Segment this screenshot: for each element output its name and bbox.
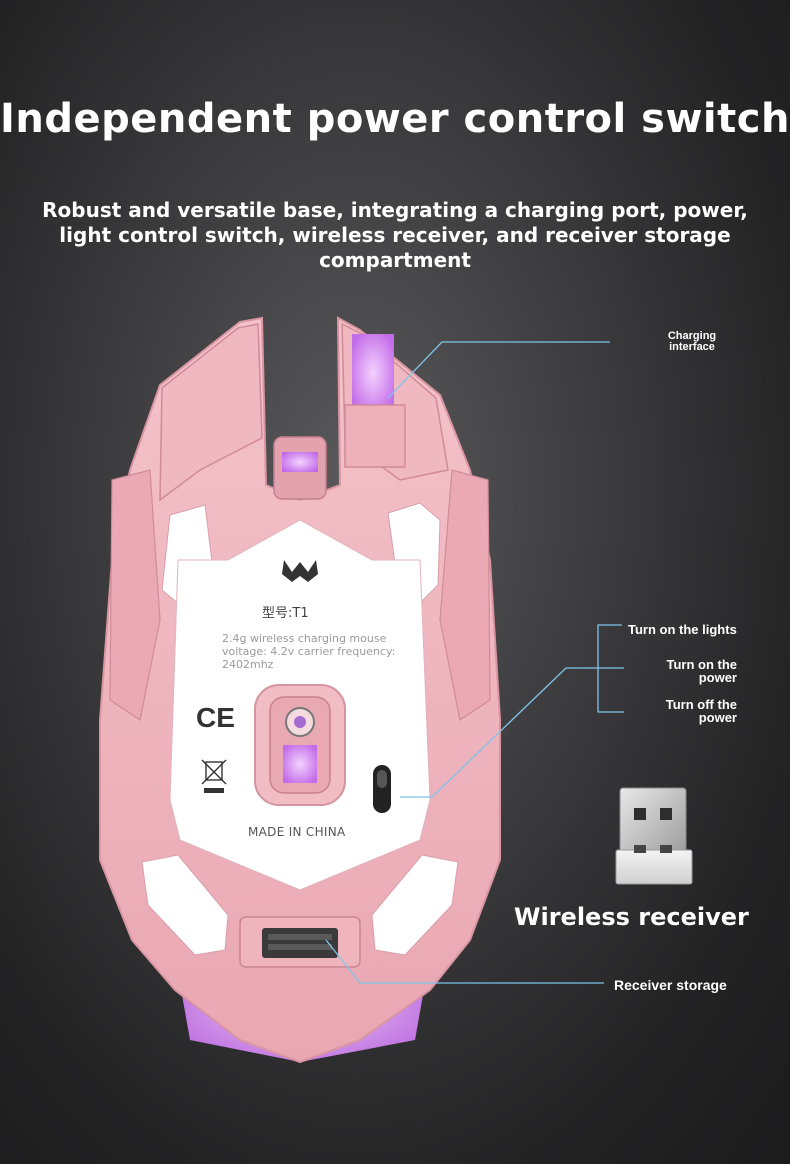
callout-lines [325,341,624,984]
callout-power-on-label: Turn on the power [666,657,737,685]
page-subtitle: Robust and versatile base, integrating a… [42,198,748,272]
callout-lights-label: Turn on the lights [628,622,737,637]
callout-line-charging [387,341,610,399]
made-in-text: MADE IN CHINA [248,825,346,839]
callout-storage-label: Receiver storage [614,977,727,993]
mouse-spec-text: 2.4g wireless charging mouse voltage: 4.… [222,632,396,671]
page-title: Independent power control switch [0,96,790,142]
mouse-model-text: 型号:T1 [262,606,309,621]
callout-charging-label: Charging interface [667,330,717,353]
wireless-receiver-label: Wireless receiver [514,903,749,931]
callout-bracket [597,624,624,713]
mouse-body [99,316,501,1064]
callout-power-off-label: Turn off the power [665,697,737,725]
ce-mark: CE [196,702,235,733]
callout-line-storage [325,939,604,984]
wireless-receiver-image [615,787,693,885]
callout-line-switch [400,667,624,798]
